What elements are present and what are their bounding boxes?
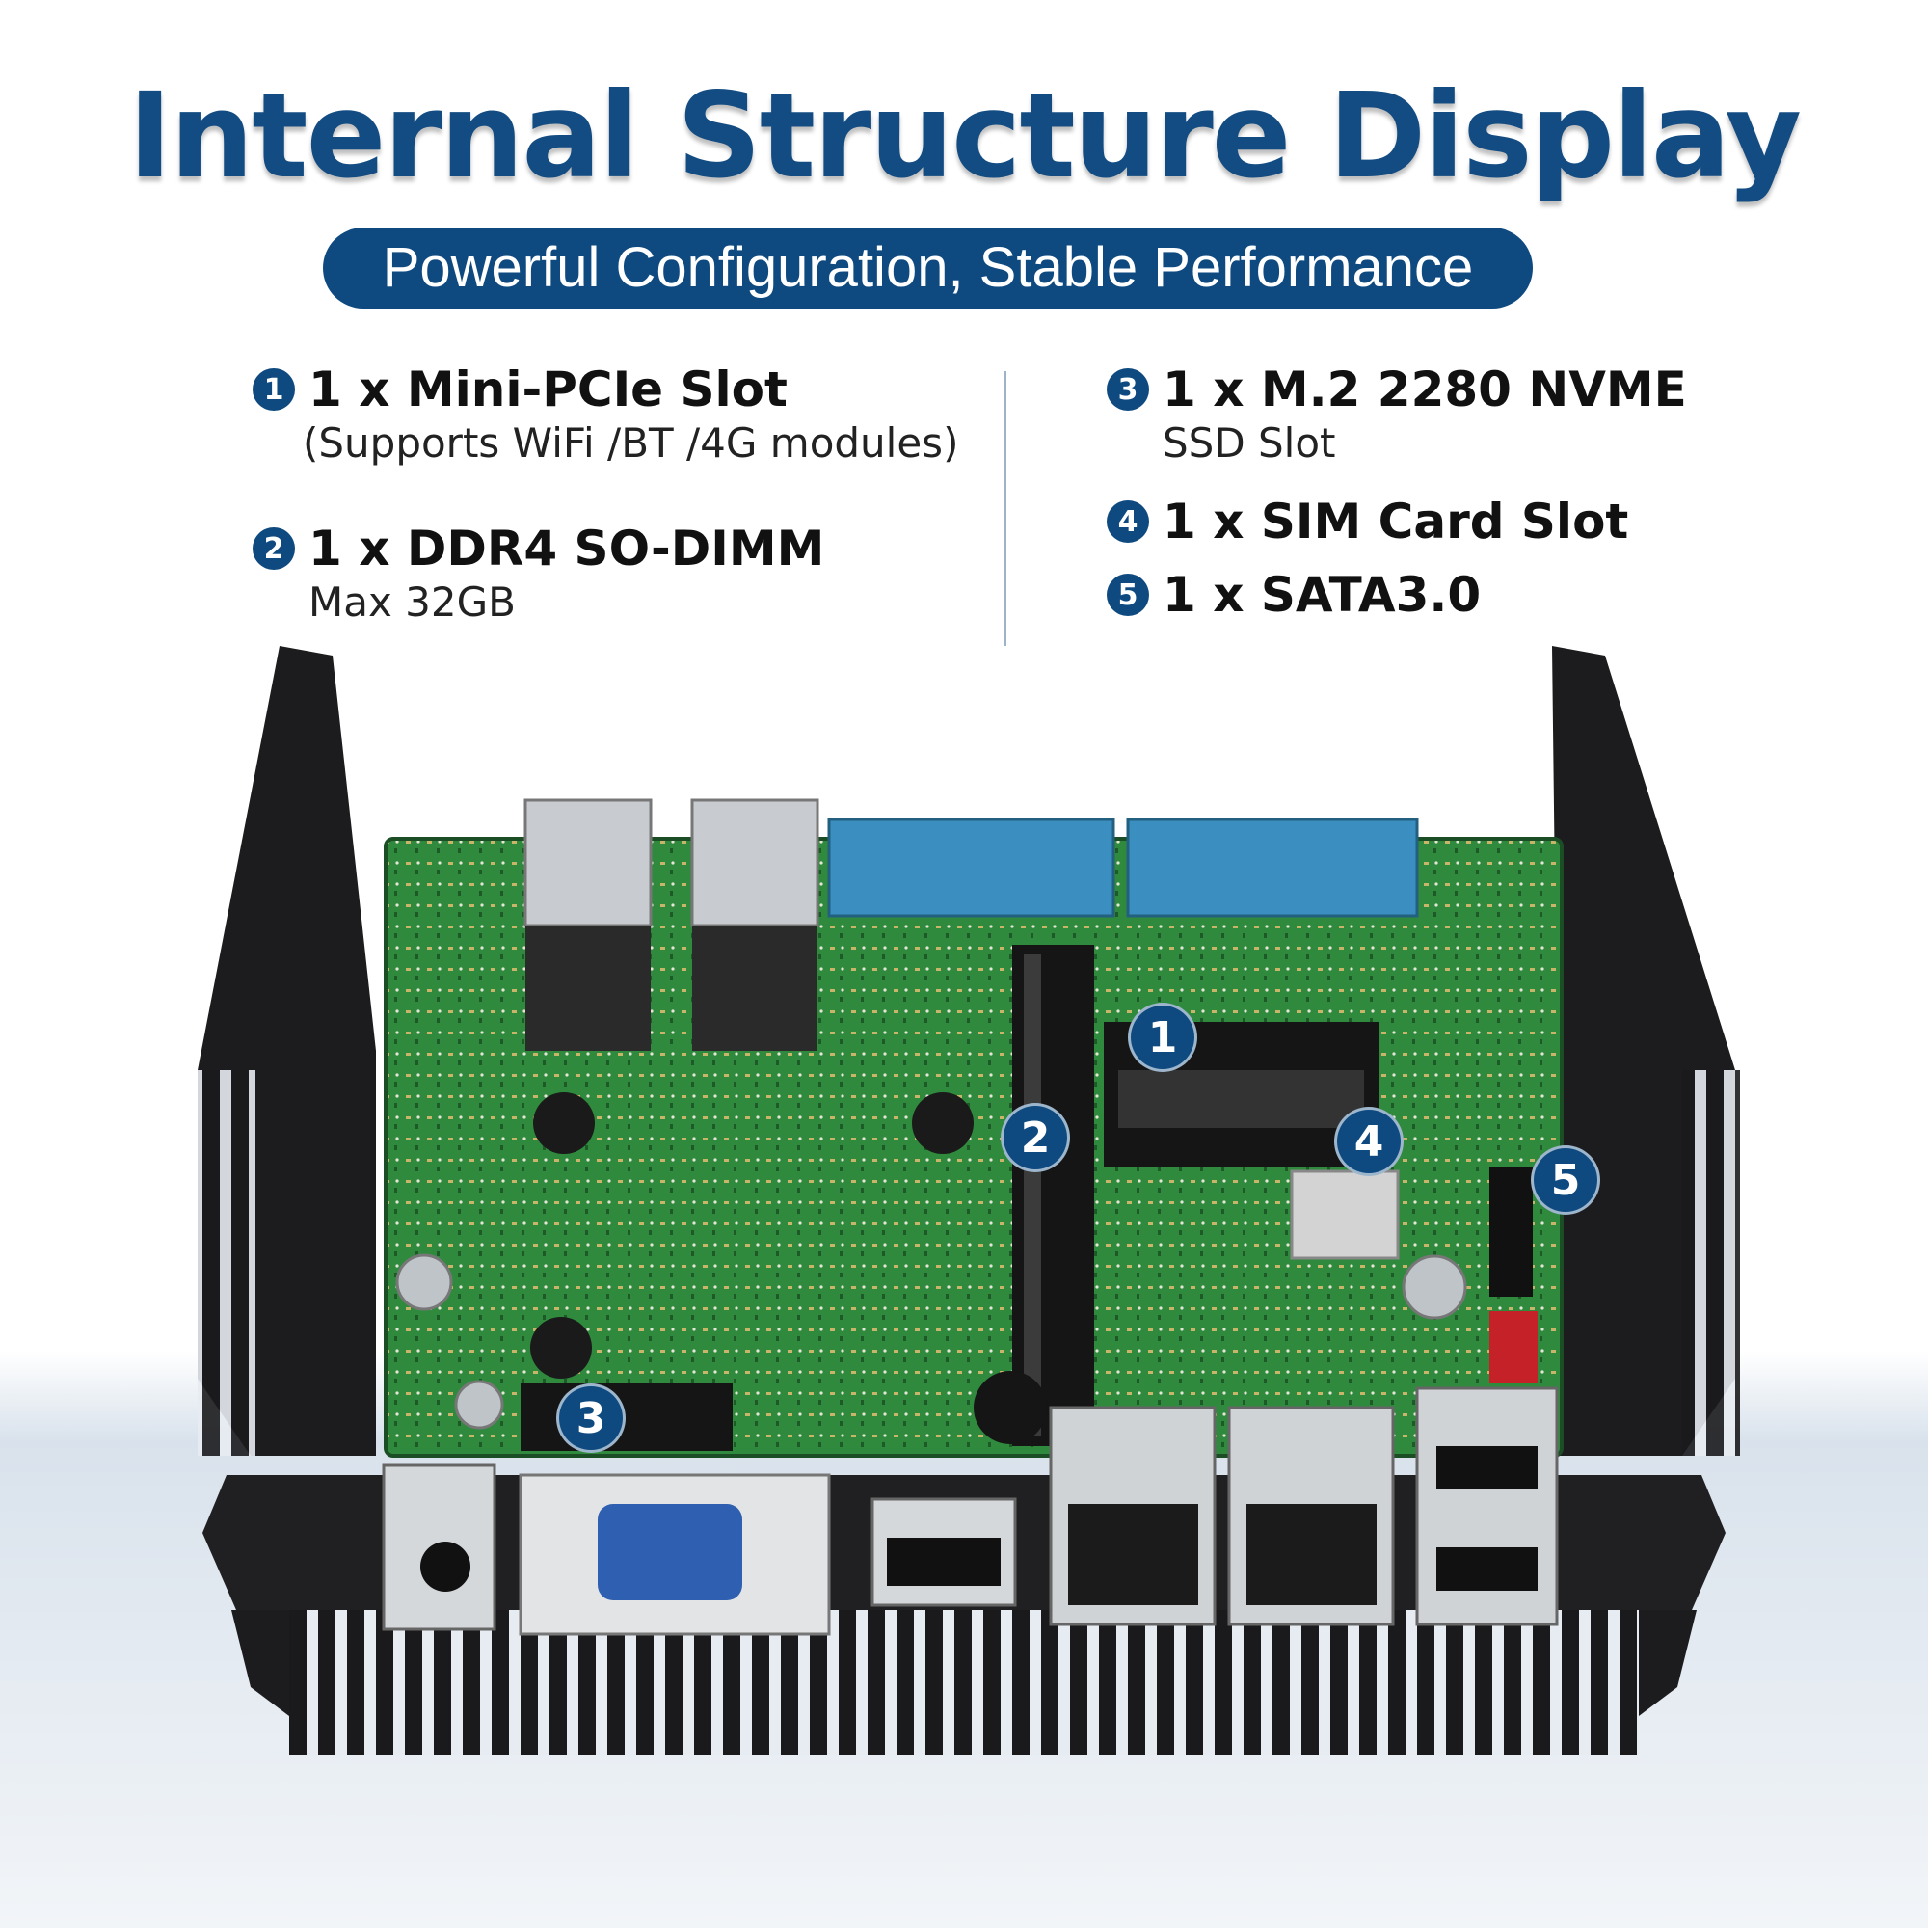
subtitle-banner: Powerful Configuration, Stable Performan… xyxy=(323,228,1533,309)
feature-title: 1 x Mini-PCIe Slot xyxy=(308,362,788,417)
marker-ddr4: 2 xyxy=(1001,1103,1070,1172)
page-title: Internal Structure Display xyxy=(128,67,1802,204)
marker-sim: 4 xyxy=(1334,1107,1404,1176)
product-photo: 1 2 3 4 5 xyxy=(0,646,1928,1928)
feature-subtitle: Max 32GB xyxy=(308,578,516,626)
motherboard-illustration xyxy=(0,646,1928,1928)
feature-number-badge: 4 xyxy=(1107,500,1149,543)
marker-mini-pcie: 1 xyxy=(1128,1003,1197,1072)
column-divider xyxy=(1004,371,1006,646)
feature-subtitle: (Supports WiFi /BT /4G modules) xyxy=(303,419,959,467)
feature-ddr4: 2 1 x DDR4 SO-DIMM Max 32GB xyxy=(253,521,824,626)
feature-title: 1 x M.2 2280 NVME xyxy=(1163,362,1687,417)
feature-number-badge: 3 xyxy=(1107,368,1149,411)
marker-m2: 3 xyxy=(556,1383,626,1453)
feature-subtitle: SSD Slot xyxy=(1163,419,1336,467)
feature-title: 1 x SIM Card Slot xyxy=(1163,494,1629,550)
feature-title: 1 x DDR4 SO-DIMM xyxy=(308,521,825,577)
feature-sata: 5 1 x SATA3.0 xyxy=(1107,567,1481,623)
feature-m2: 3 1 x M.2 2280 NVME SSD Slot xyxy=(1107,362,1687,467)
feature-number-badge: 1 xyxy=(253,368,295,411)
feature-number-badge: 2 xyxy=(253,527,295,570)
feature-number-badge: 5 xyxy=(1107,574,1149,616)
feature-mini-pcie: 1 1 x Mini-PCIe Slot (Supports WiFi /BT … xyxy=(253,362,958,467)
marker-sata: 5 xyxy=(1531,1145,1600,1215)
feature-title: 1 x SATA3.0 xyxy=(1163,567,1482,623)
feature-sim: 4 1 x SIM Card Slot xyxy=(1107,494,1628,550)
